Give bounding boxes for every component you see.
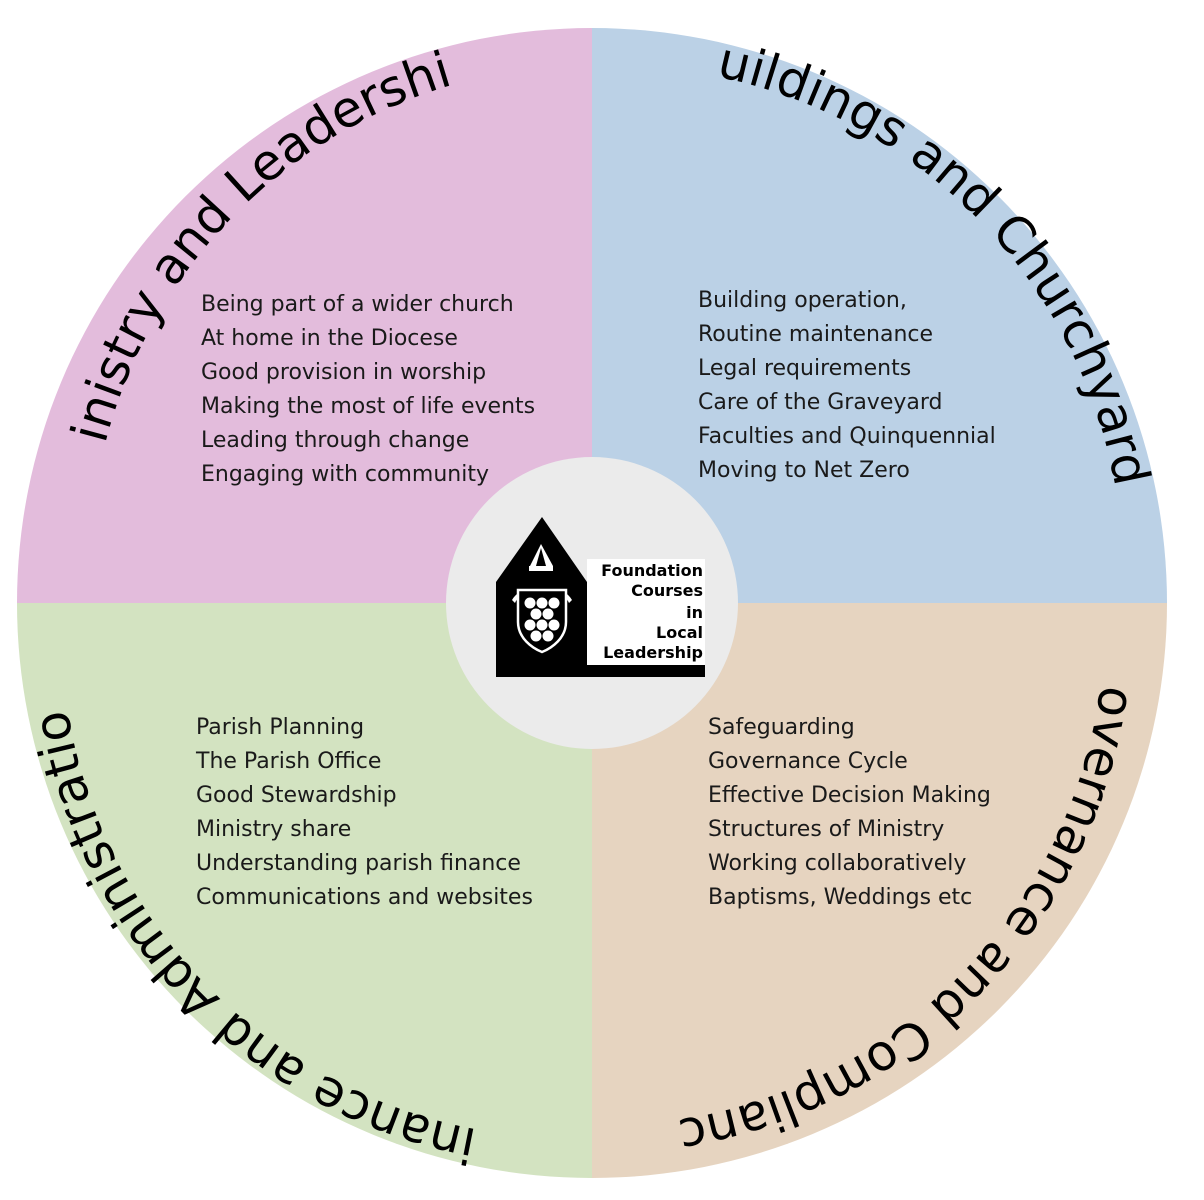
topic-list-ministry: Being part of a wider church At home in …	[201, 292, 535, 487]
topic-item: At home in the Diocese	[201, 326, 458, 351]
topic-item: Good Stewardship	[196, 783, 397, 808]
logo-line: Local	[656, 623, 703, 642]
topic-item: Leading through change	[201, 428, 469, 453]
logo-text-box-lower	[587, 603, 705, 665]
topic-item: Parish Planning	[196, 715, 364, 740]
topic-item: Safeguarding	[708, 715, 855, 740]
topic-list-governance: Safeguarding Governance Cycle Effective …	[708, 715, 991, 910]
topic-item: Making the most of life events	[201, 394, 535, 419]
topic-item: Baptisms, Weddings etc	[708, 885, 972, 910]
topic-item: Understanding parish finance	[196, 851, 521, 876]
topic-item: Good provision in worship	[201, 360, 486, 385]
quadrant-finance	[17, 603, 592, 1178]
topic-item: Structures of Ministry	[708, 817, 944, 842]
logo-line: Courses	[631, 581, 703, 600]
logo-line: Leadership	[603, 643, 703, 662]
topic-item: Governance Cycle	[708, 749, 908, 774]
quadrant-buildings	[592, 28, 1167, 603]
diocese-crest-icon	[512, 544, 572, 654]
quadrant-ministry	[17, 28, 592, 603]
topic-list-buildings: Building operation, Routine maintenance …	[698, 288, 996, 483]
quadrant-governance	[592, 603, 1167, 1178]
logo-text-box	[587, 559, 705, 604]
topic-item: Moving to Net Zero	[698, 458, 910, 483]
topic-item: Working collaboratively	[708, 851, 966, 876]
foundation-courses-logo: Foundation Courses in Local Leadership	[496, 517, 705, 677]
topic-item: Routine maintenance	[698, 322, 933, 347]
topic-item: Ministry share	[196, 817, 351, 842]
topic-item: Being part of a wider church	[201, 292, 514, 317]
topic-item: Effective Decision Making	[708, 783, 991, 808]
topic-item: Building operation,	[698, 288, 907, 313]
logo-line: in	[686, 603, 703, 622]
topic-item: Legal requirements	[698, 356, 911, 381]
topic-item: Engaging with community	[201, 462, 489, 487]
topic-item: Communications and websites	[196, 885, 533, 910]
topic-item: Faculties and Quinquennial	[698, 424, 996, 449]
topic-item: Care of the Graveyard	[698, 390, 942, 415]
logo-line: Foundation	[601, 561, 703, 580]
topic-list-finance: Parish Planning The Parish Office Good S…	[195, 715, 533, 910]
topic-item: The Parish Office	[195, 749, 381, 774]
